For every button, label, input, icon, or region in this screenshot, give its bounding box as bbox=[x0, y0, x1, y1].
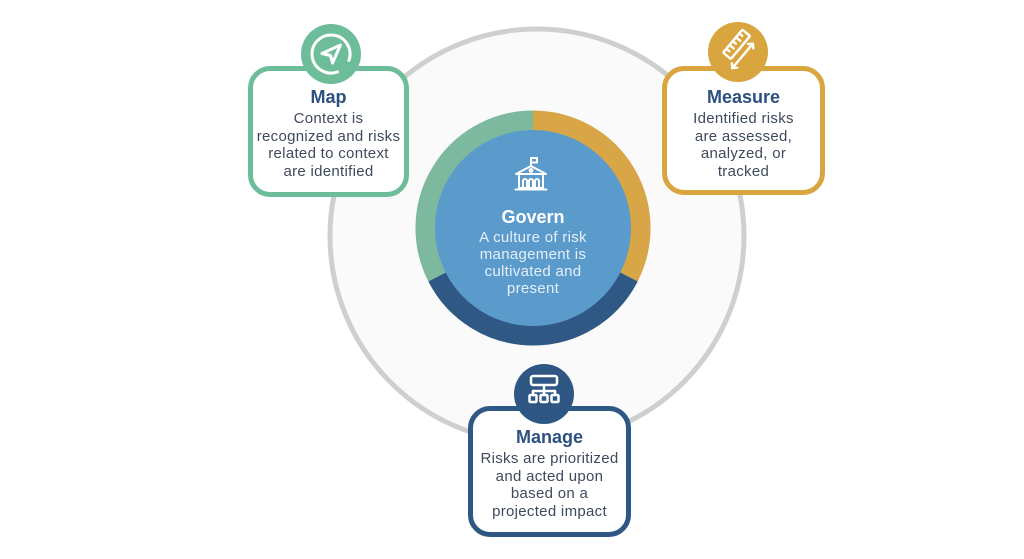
govern-center-circle bbox=[435, 130, 631, 326]
measure-description-line: analyzed, or bbox=[700, 145, 787, 162]
map-description: Context is recognized and risks related … bbox=[253, 110, 404, 180]
manage-ring-segment bbox=[428, 272, 638, 346]
manage-description-line: Risks are prioritized bbox=[480, 450, 619, 467]
manage-description-line: projected impact bbox=[492, 502, 607, 520]
manage-icon-badge bbox=[514, 364, 574, 424]
map-ring-segment bbox=[415, 110, 534, 282]
map-description-line: are identified bbox=[283, 162, 374, 180]
map-title: Map bbox=[310, 87, 347, 107]
manage-description: Risks are prioritized and acted upon bas… bbox=[473, 450, 626, 520]
manage-title: Manage bbox=[515, 427, 584, 447]
manage-card: Manage Risks are prioritized and acted u… bbox=[468, 406, 631, 537]
manage-description-line: and acted upon bbox=[495, 467, 604, 485]
govern-description: A culture of risk management is cultivat… bbox=[433, 229, 633, 297]
measure-icon-badge bbox=[708, 22, 768, 82]
building-flag-icon bbox=[514, 157, 548, 191]
govern-description-line: management is bbox=[479, 246, 587, 263]
measure-ring-segment bbox=[532, 110, 651, 282]
map-icon-badge bbox=[301, 24, 361, 84]
ruler-icon bbox=[722, 28, 755, 70]
map-description-line: recognized and risks bbox=[256, 127, 401, 145]
map-description-line: related to context bbox=[268, 145, 389, 162]
hierarchy-icon bbox=[528, 374, 560, 404]
measure-description-line: are assessed, bbox=[694, 127, 793, 145]
govern-description-line: present bbox=[506, 280, 560, 297]
measure-description-line: tracked bbox=[717, 162, 770, 180]
govern-description-line: A culture of risk bbox=[479, 229, 587, 246]
measure-description-line: Identified risks bbox=[693, 110, 794, 127]
map-description-line: Context is bbox=[293, 110, 364, 127]
govern-label: Govern A culture of risk management is c… bbox=[433, 206, 633, 297]
navigation-arrow-icon bbox=[310, 33, 352, 75]
measure-card: Measure Identified risks are assessed, a… bbox=[662, 66, 825, 195]
manage-description-line: based on a bbox=[510, 485, 589, 502]
measure-title: Measure bbox=[706, 87, 781, 107]
govern-title: Govern bbox=[501, 207, 565, 227]
measure-description: Identified risks are assessed, analyzed,… bbox=[667, 110, 820, 180]
map-card: Map Context is recognized and risks rela… bbox=[248, 66, 409, 197]
govern-description-line: cultivated and bbox=[484, 263, 582, 280]
